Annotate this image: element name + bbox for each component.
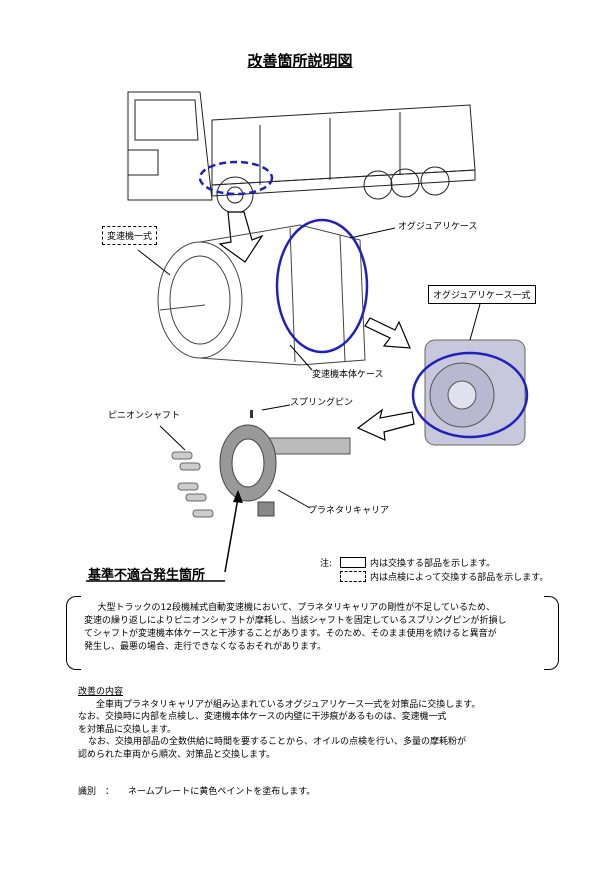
spring-pin-label: スプリングピン xyxy=(290,398,354,408)
truck-drawing xyxy=(127,91,476,214)
improvement-line: なお、交換用部品の全数供給に時間を要することから、オイルの点検を行い、多量の摩耗… xyxy=(88,737,467,747)
auxiliary-case-drawing xyxy=(424,339,526,446)
improvement-section: 改善の内容 全車両プラネタリキャリアが組み込まれているオグジュアリケース一式を対… xyxy=(78,686,548,761)
down-arrow xyxy=(218,211,264,263)
auxiliary-case-highlight xyxy=(275,218,369,354)
auxiliary-case-label: オグジュアリケース xyxy=(398,222,478,232)
planetary-carrier-label: プラネタリキャリア xyxy=(308,506,390,516)
nonconformity-location-label: 基準不適合発生箇所 xyxy=(88,568,206,583)
legend-solid-text: 内は交換する部品を示します。 xyxy=(370,559,496,569)
defect-description: 大型トラックの12段機械式自動変速機において、プラネタリキャリアの剛性が不足して… xyxy=(84,602,554,654)
improvement-line: 全車両プラネタリキャリアが組み込まれているオグジュアリケース一式を対策品に交換し… xyxy=(96,699,481,710)
description-line: 大型トラックの12段機械式自動変速機において、プラネタリキャリアの剛性が不足して… xyxy=(97,603,495,613)
transmission-drawing xyxy=(157,224,366,366)
bracket-left xyxy=(66,596,81,670)
right-arrow xyxy=(364,317,411,349)
legend-dashed-box xyxy=(340,571,366,582)
description-line: てシャフトが変速機本体ケースと干渉することがあります。そのため、そのまま使用を続… xyxy=(84,629,497,639)
left-arrow xyxy=(356,408,415,441)
legend-dashed-text: 内は点検によって交換する部品を示します。 xyxy=(370,573,549,583)
identification-text: ネームプレートに黄色ペイントを塗布します。 xyxy=(128,787,316,797)
improvement-line: を対策品に交換します。 xyxy=(78,724,177,735)
improvement-line: 認められた車両から順次、対策品と交換します。 xyxy=(78,749,276,760)
truck-transmission-highlight xyxy=(198,160,274,196)
auxiliary-case-assembly-label: オグジュアリケース一式 xyxy=(428,285,536,304)
transmission-assembly-label: 変速機一式 xyxy=(102,226,158,245)
improvement-heading: 改善の内容 xyxy=(78,687,124,697)
auxiliary-case-assembly-highlight xyxy=(411,351,529,439)
improvement-line: なお、交換時に内部を点検し、変速機本体ケースの内壁に干渉痕があるものは、変速機一… xyxy=(78,712,447,722)
bracket-right xyxy=(544,596,559,670)
pinion-shaft-label: ピニオンシャフト xyxy=(108,411,181,421)
identification-label: 識別 ： xyxy=(78,787,115,797)
page-title: 改善箇所説明図 xyxy=(247,52,353,70)
description-line: 発生し、最悪の場合、走行できなくなるおそれがあります。 xyxy=(84,642,327,652)
legend-solid-box xyxy=(340,557,366,568)
legend-prefix: 注: xyxy=(320,559,333,569)
pinion-shafts xyxy=(171,451,214,518)
transmission-main-case-label: 変速機本体ケース xyxy=(312,370,384,380)
description-line: 変速の繰り返しによりピニオンシャフトが摩耗し、当該シャフトを固定しているスプリン… xyxy=(84,616,507,626)
planetary-carrier-drawing xyxy=(219,410,351,517)
